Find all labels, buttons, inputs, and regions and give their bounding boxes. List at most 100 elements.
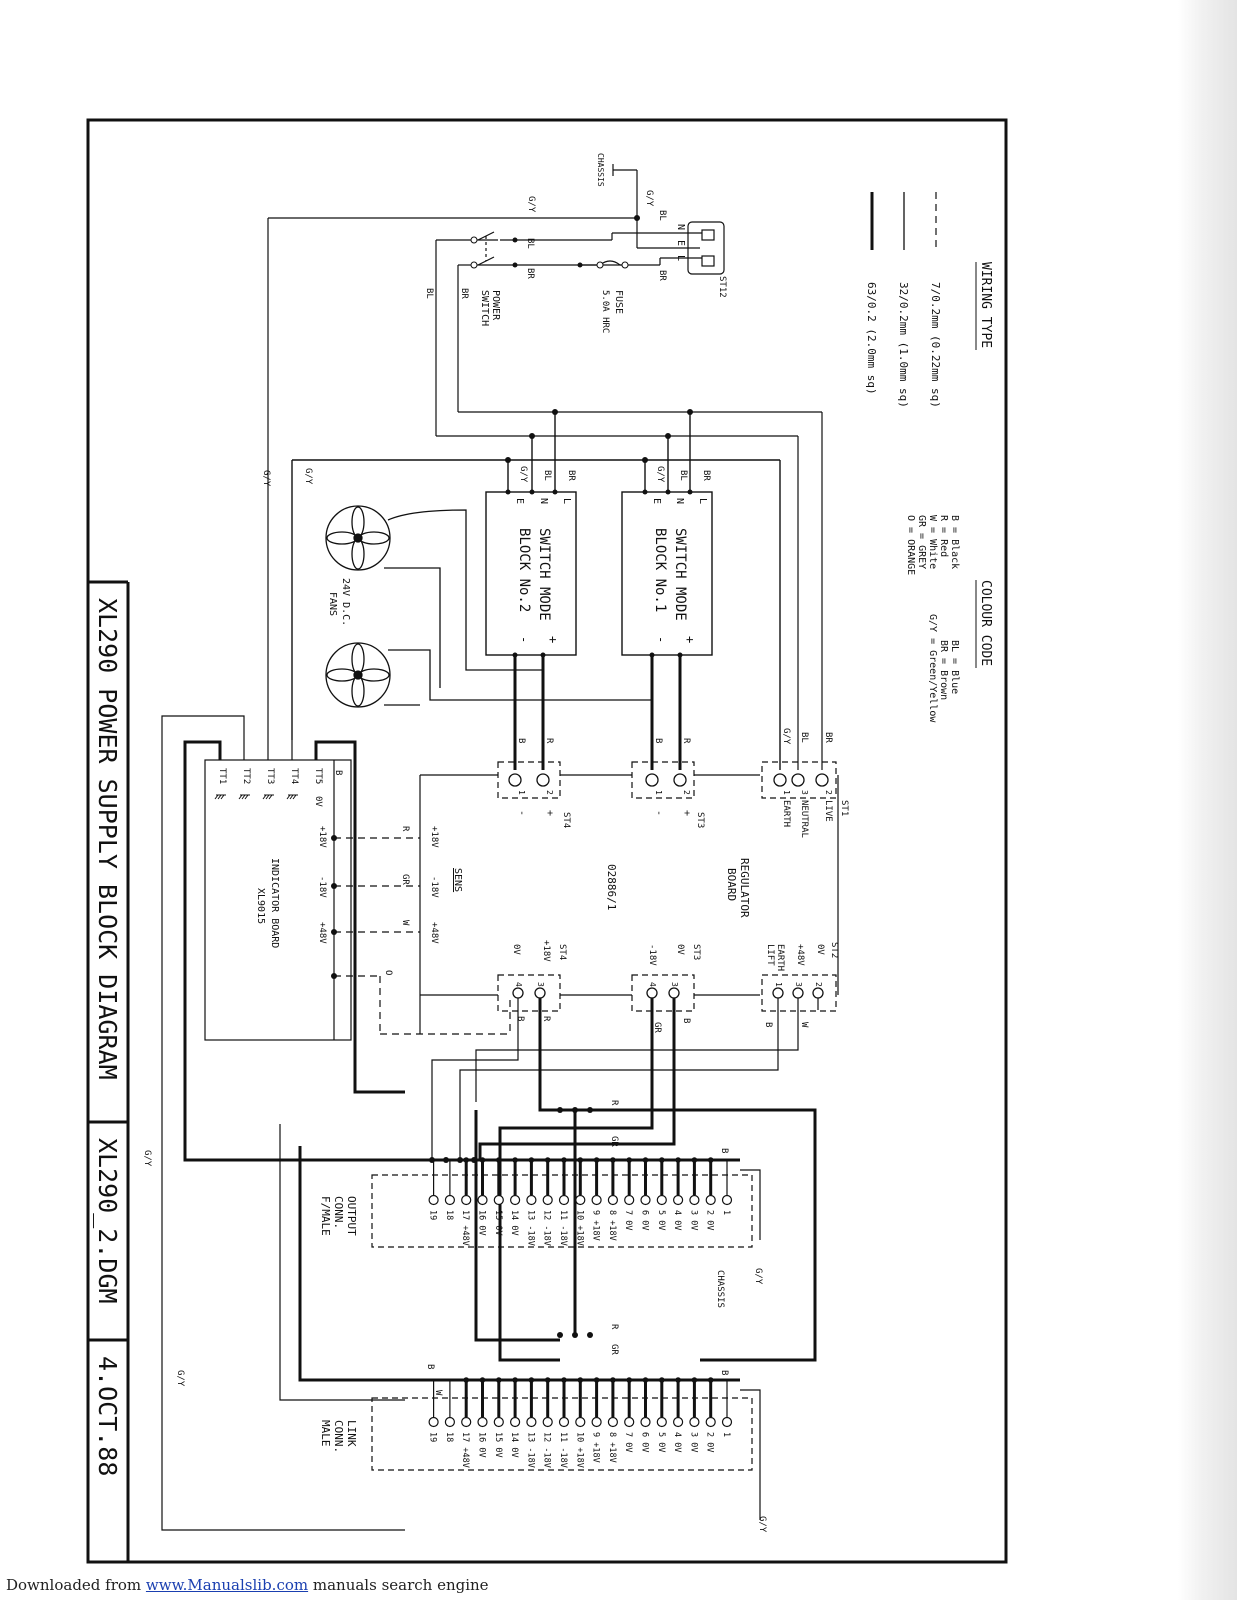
output-conn-junction	[577, 1157, 584, 1163]
link-conn-junction	[642, 1377, 649, 1383]
wiring-type-legend: WIRING TYPE 7/0.2mm (0.22mm sq) 32/0.2mm…	[865, 192, 993, 408]
st3-top-connector	[631, 761, 695, 799]
footer-suffix: manuals search engine	[308, 1576, 489, 1594]
block1-label-1: SWITCH MODE	[672, 528, 688, 621]
indicator-label-1: INDICATOR BOARD	[269, 858, 280, 948]
wire-gy-link: G/Y	[175, 1370, 185, 1387]
wire-w-link: W	[433, 1390, 443, 1396]
output-conn-pin	[526, 1194, 537, 1206]
st3-bot-pin-3: 3	[670, 982, 679, 987]
output-conn-junction	[593, 1157, 600, 1163]
fan-1	[325, 505, 544, 688]
block1-minus: -	[654, 636, 668, 643]
wire-b-link: B	[425, 1364, 435, 1369]
st2-connector	[761, 974, 837, 1012]
indicator-0v: 0V	[313, 796, 323, 807]
title-block: XL290 POWER SUPPLY BLOCK DIAGRAM XL290_2…	[88, 580, 130, 1562]
drawing-frame	[86, 118, 1008, 1564]
st1-live: LIVE	[823, 800, 833, 822]
wire-gy-left1: G/Y	[303, 468, 313, 485]
wire-o-sens: O	[383, 970, 393, 975]
output-conn-pin-label: 2 0V	[705, 1210, 715, 1230]
wire-gy-out: G/Y	[142, 1150, 152, 1167]
link-conn-pin	[721, 1416, 733, 1428]
st1-pin-1: 1	[782, 790, 791, 795]
output-label-2: CONN.	[332, 1196, 345, 1229]
output-conn-pin	[591, 1194, 602, 1206]
block1-pin-n: N	[674, 498, 685, 504]
output-conn-pin	[640, 1194, 651, 1206]
st1-pin-3: 3	[800, 790, 809, 795]
link-label-3: MALE	[319, 1420, 332, 1447]
regulator-part-no: 02886/1	[605, 864, 618, 910]
wire-r-st4b: R	[541, 1016, 551, 1022]
output-conn-pin	[575, 1194, 586, 1206]
output-conn-pin-label: 5 0V	[656, 1210, 666, 1230]
output-conn-junction	[691, 1157, 698, 1163]
output-conn-junction	[512, 1157, 518, 1163]
st3-top-pin-1: 1	[654, 790, 663, 795]
sens-18v-pos: +18V	[429, 826, 439, 848]
manualslib-link[interactable]: www.Manualslib.com	[145, 1576, 309, 1594]
st1-pin-2: 2	[824, 790, 833, 795]
tt1-label: TT1	[217, 768, 227, 784]
indicator-dots	[331, 835, 337, 979]
link-conn-pin	[444, 1416, 455, 1428]
mains-input	[267, 164, 823, 770]
drawing-date: 4.OCT.88	[93, 1356, 122, 1476]
link-conn-junction	[659, 1377, 665, 1383]
link-conn-pin-label: 13 -18V	[525, 1432, 535, 1468]
output-conn-pin	[721, 1194, 733, 1206]
link-conn-pin-label: 10 +18V	[574, 1432, 584, 1468]
block2-pin-l: L	[561, 498, 572, 504]
output-conn-pin-label: 1	[721, 1210, 731, 1215]
link-conn-pin	[542, 1416, 553, 1428]
wire-b-st4: B	[516, 738, 526, 743]
link-conn-pin	[526, 1416, 537, 1428]
wire-bl-b2: BL	[542, 470, 552, 481]
output-conn-pin-label: 15 0V	[493, 1210, 503, 1236]
sens-18v-neg: -18V	[429, 876, 439, 898]
indicator-18v-neg: -18V	[317, 876, 327, 898]
block2-minus: -	[517, 636, 531, 643]
output-conn-junction	[707, 1157, 714, 1163]
wire-bl-b1: BL	[678, 470, 688, 481]
st4-bot-0v: 0V	[511, 944, 521, 955]
link-conn-pin-label: 11 -18V	[558, 1432, 568, 1468]
link-conn-pin-label: 8 +18V	[607, 1432, 617, 1463]
output-conn-pin	[558, 1194, 570, 1206]
sens-48v: +48V	[429, 922, 439, 944]
wire-gy-chassis: G/Y	[753, 1268, 763, 1285]
tt-ground-symbols	[214, 794, 298, 800]
link-conn-pin	[558, 1416, 570, 1428]
link-conn-pin-label: 3 0V	[688, 1432, 698, 1452]
output-conn-pin-label: 6 0V	[640, 1210, 650, 1230]
link-conn-pin	[624, 1416, 635, 1428]
wire-br-l: BR	[657, 270, 667, 281]
st4-top-connector	[497, 761, 561, 799]
output-conn-pin	[689, 1194, 700, 1206]
link-conn-junction	[561, 1377, 567, 1383]
st4-bot-pin-4: 4	[514, 982, 523, 987]
link-conn-pin	[689, 1416, 700, 1428]
tt5-label: TT5	[313, 768, 323, 784]
link-conn-pin	[656, 1416, 667, 1428]
st4-top-pin-2: 2	[545, 790, 554, 795]
footer-prefix: Downloaded from	[6, 1576, 146, 1594]
fan-2	[325, 642, 653, 708]
link-conn-junction	[512, 1377, 518, 1383]
wire-gy-left2: G/Y	[261, 470, 271, 487]
link-conn-pin-label: 15 0V	[493, 1432, 503, 1458]
colour-code-heading: COLOUR CODE	[978, 580, 993, 666]
wire-r-bus: R	[609, 1100, 619, 1106]
link-conn-pin	[461, 1416, 472, 1428]
block1-plus: +	[683, 636, 697, 643]
st2-48v: +48V	[795, 944, 805, 966]
chassis-label-out: CHASSIS	[715, 1270, 725, 1308]
st3-bot-18v: -18V	[647, 944, 657, 966]
link-connector	[371, 1397, 753, 1471]
colour-code-legend: COLOUR CODE B = Black R = Red W = White …	[905, 515, 993, 723]
regulator-label-2: BOARD	[725, 868, 738, 901]
wire-bl-n: BL	[657, 210, 667, 221]
